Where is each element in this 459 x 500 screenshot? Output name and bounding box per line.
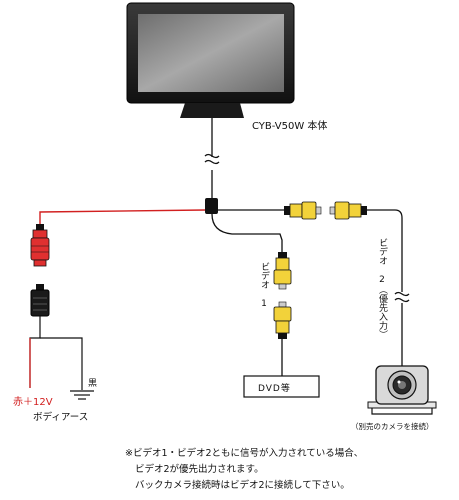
video2-label: ビデオ 2（優先入力）	[377, 238, 387, 339]
main-cable	[204, 118, 220, 198]
camera-label: （別売のカメラを接続）	[351, 422, 434, 431]
video1-cable	[211, 213, 283, 252]
monitor-screen	[138, 14, 284, 92]
ground-symbol	[70, 390, 94, 400]
power-lead	[29, 316, 41, 388]
video2-plug-left	[284, 201, 322, 220]
junction-block	[205, 198, 218, 214]
ground-lead	[40, 337, 83, 390]
power-connector-red	[30, 224, 50, 267]
body-ground-label: ボディアース	[33, 412, 89, 423]
black-label: 黒	[88, 379, 98, 389]
video1-plug-upper	[273, 252, 292, 290]
dvd-label: DVD等	[258, 384, 291, 394]
monitor	[126, 2, 295, 118]
camera-cable-upper	[367, 209, 403, 292]
monitor-stand	[180, 103, 244, 118]
rear-camera	[367, 365, 437, 415]
plus12v-label: 赤＋12V	[13, 397, 53, 408]
camera-cable-break	[394, 291, 410, 303]
note-line-1: ※ビデオ1・ビデオ2ともに信号が入力されている場合、	[125, 448, 364, 459]
dvd-box	[243, 375, 320, 398]
video2-plug-right	[329, 201, 367, 220]
power-wire-red	[39, 209, 206, 226]
note-line-3: バックカメラ接続時はビデオ2に接続して下さい。	[135, 480, 350, 491]
power-connector-black	[30, 284, 50, 317]
note-line-2: ビデオ2が優先出力されます。	[135, 464, 264, 475]
video1-label: ビデオ 1	[259, 262, 269, 309]
unit-label: CYB-V50W 本体	[252, 121, 328, 132]
video1-plug-lower	[273, 301, 292, 339]
